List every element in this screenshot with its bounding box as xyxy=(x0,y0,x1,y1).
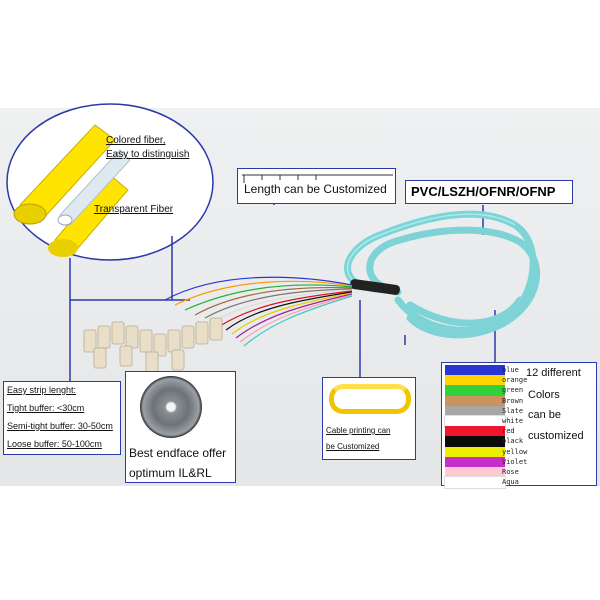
color-swatch-violet xyxy=(445,456,505,468)
color-swatch-brown xyxy=(445,395,505,407)
endface-image xyxy=(140,376,202,438)
color-swatch-black xyxy=(445,436,505,447)
printed-cable-image xyxy=(329,384,411,414)
color-name-label: red xyxy=(502,427,515,436)
aqua-cable xyxy=(344,210,541,339)
lc-connectors xyxy=(83,317,223,373)
length-callout: Length can be Customized xyxy=(237,168,396,204)
jacket-callout: PVC/LSZH/OFNR/OFNP xyxy=(405,180,573,204)
color-swatch-slate xyxy=(445,405,505,417)
strip-length-callout: Easy strip lenght: Tight buffer: <30cm S… xyxy=(3,381,121,455)
color-name-label: yellow xyxy=(502,447,528,456)
colored-fiber-label: Colored fiber, Easy to distinguish xyxy=(106,135,190,160)
color-name-label: Violet xyxy=(502,457,528,466)
color-swatch-white xyxy=(444,415,506,428)
ruler-icon xyxy=(242,174,393,183)
color-swatch-rose xyxy=(445,467,505,478)
color-name-label: white xyxy=(502,417,524,425)
cable-printing-callout: Cable printing can be Customized xyxy=(322,377,416,460)
color-name-label: green xyxy=(502,386,524,395)
color-swatch-yellow xyxy=(445,446,505,458)
color-swatch-green xyxy=(445,385,505,396)
color-name-label: Brown xyxy=(502,396,524,405)
color-swatch-aqua xyxy=(444,476,506,489)
color-swatch-red xyxy=(445,426,505,437)
color-name-label: Aqua xyxy=(502,478,519,487)
color-name-label: orange xyxy=(502,376,528,385)
color-name-label: black xyxy=(502,437,524,446)
color-name-label: Rose xyxy=(502,468,519,476)
endface-callout: Best endface offer optimum IL&RL xyxy=(125,371,236,483)
fiber-fanout xyxy=(164,276,353,347)
color-swatch-orange xyxy=(445,375,505,386)
colored-fiber-graphic xyxy=(13,124,131,257)
color-swatch-blue xyxy=(445,365,505,376)
color-name-label: blue xyxy=(502,366,519,374)
color-name-label: Slate xyxy=(502,406,524,415)
breakout-boot xyxy=(350,279,400,295)
transparent-fiber-label: Transparent Fiber xyxy=(94,204,174,215)
